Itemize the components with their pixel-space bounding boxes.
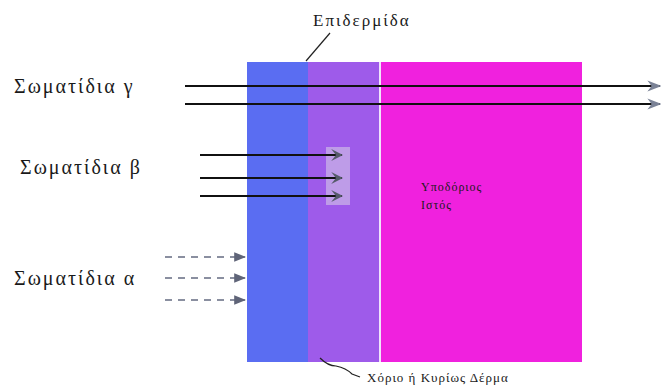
beta-ray xyxy=(200,177,342,179)
leader-line xyxy=(320,358,360,377)
subcutaneous-band: Υποδόριος Ιστός xyxy=(381,62,582,362)
region-label: Υποδόριος Ιστός xyxy=(421,178,517,214)
dermis-band: Χόριο ή Κυρίως Δέρμα xyxy=(308,62,380,362)
epidermis-band: Επιδερμίδα xyxy=(247,62,308,362)
alpha-ray xyxy=(165,256,245,258)
alpha-ray xyxy=(165,299,245,301)
beta-ray xyxy=(200,154,342,156)
region-label: Επιδερμίδα xyxy=(313,8,411,34)
particle-label-box: Σωματίδια γ xyxy=(14,74,135,98)
beta-ray xyxy=(200,195,342,197)
gamma-ray xyxy=(185,103,660,105)
particle-label-box: Σωματίδια α xyxy=(14,266,136,290)
particle-label: Σωματίδια β xyxy=(20,155,142,179)
alpha-ray xyxy=(165,277,245,279)
band-divider xyxy=(379,62,381,362)
particle-label: Σωματίδια α xyxy=(14,266,136,290)
particle-label-box: Σωματίδια β xyxy=(20,155,142,179)
gamma-ray xyxy=(185,85,660,87)
particle-label: Σωματίδια γ xyxy=(14,74,135,98)
region-label: Χόριο ή Κυρίως Δέρμα xyxy=(367,368,509,388)
leader-line xyxy=(306,33,330,61)
